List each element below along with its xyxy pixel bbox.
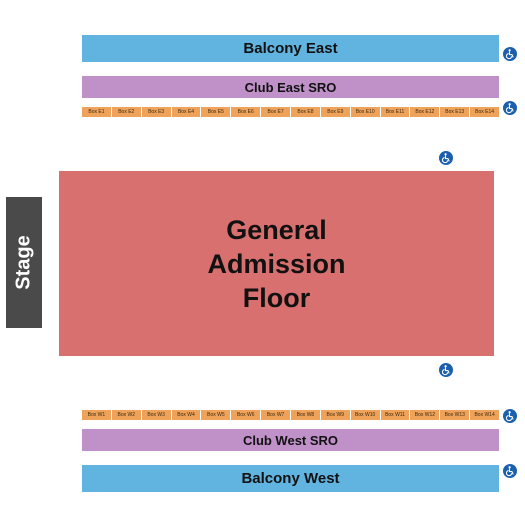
section-general-admission-floor[interactable]: General Admission Floor <box>59 171 494 356</box>
west-box-12[interactable]: Box W12 <box>410 410 441 420</box>
west-box-7[interactable]: Box W7 <box>261 410 292 420</box>
west-box-4[interactable]: Box W4 <box>171 410 202 420</box>
section-club-west-sro[interactable]: Club West SRO <box>82 429 499 451</box>
east-box-12[interactable]: Box E12 <box>410 107 441 117</box>
east-box-11[interactable]: Box E11 <box>380 107 411 117</box>
wheelchair-icon[interactable] <box>439 151 453 165</box>
east-box-4[interactable]: Box E4 <box>171 107 202 117</box>
west-box-8[interactable]: Box W8 <box>291 410 321 420</box>
west-box-11[interactable]: Box W11 <box>380 410 411 420</box>
east-box-3[interactable]: Box E3 <box>141 107 172 117</box>
section-label: Club West SRO <box>242 432 339 448</box>
west-box-5[interactable]: Box W5 <box>201 410 232 420</box>
west-box-3[interactable]: Box W3 <box>141 410 172 420</box>
west-box-1[interactable]: Box W1 <box>82 410 112 420</box>
section-label: Club East SRO <box>244 79 337 95</box>
stage: Stage <box>6 197 42 328</box>
west-box-6[interactable]: Box W6 <box>231 410 262 420</box>
section-balcony-west[interactable]: Balcony West <box>82 465 499 492</box>
east-box-8[interactable]: Box E8 <box>291 107 321 117</box>
east-box-2[interactable]: Box E2 <box>111 107 142 117</box>
west-box-9[interactable]: Box W9 <box>320 410 351 420</box>
section-label: General Admission Floor <box>207 214 346 313</box>
wheelchair-icon[interactable] <box>439 363 453 377</box>
section-label: Balcony East <box>243 40 338 57</box>
wheelchair-icon[interactable] <box>503 101 517 115</box>
west-box-10[interactable]: Box W10 <box>350 410 381 420</box>
east-box-1[interactable]: Box E1 <box>82 107 112 117</box>
stage-label: Stage <box>12 235 35 290</box>
west-box-2[interactable]: Box W2 <box>111 410 142 420</box>
section-club-east-sro[interactable]: Club East SRO <box>82 76 499 98</box>
west-box-14[interactable]: Box W14 <box>470 410 500 420</box>
east-box-14[interactable]: Box E14 <box>470 107 500 117</box>
east-box-9[interactable]: Box E9 <box>320 107 351 117</box>
west-box-13[interactable]: Box W13 <box>440 410 471 420</box>
wheelchair-icon[interactable] <box>503 47 517 61</box>
east-box-5[interactable]: Box E5 <box>201 107 232 117</box>
section-label: Balcony West <box>241 470 340 487</box>
wheelchair-icon[interactable] <box>503 464 517 478</box>
east-box-7[interactable]: Box E7 <box>261 107 292 117</box>
east-box-6[interactable]: Box E6 <box>231 107 262 117</box>
east-box-13[interactable]: Box E13 <box>440 107 471 117</box>
section-balcony-east[interactable]: Balcony East <box>82 35 499 62</box>
wheelchair-icon[interactable] <box>503 409 517 423</box>
east-box-10[interactable]: Box E10 <box>350 107 381 117</box>
